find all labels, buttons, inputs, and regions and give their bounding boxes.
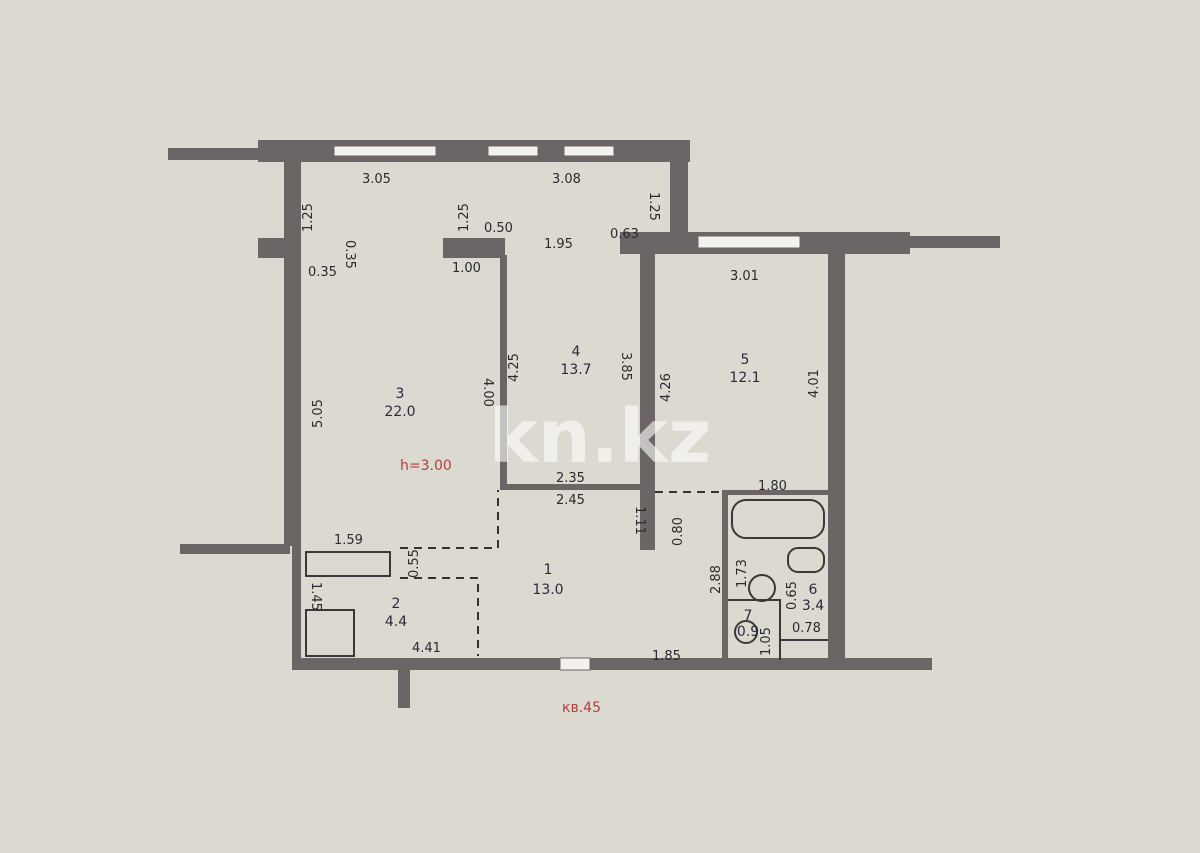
room-2-number: 2 bbox=[392, 596, 401, 612]
wall-4-5 bbox=[640, 252, 655, 550]
ceiling-height: h=3.00 bbox=[400, 458, 452, 474]
wall-right bbox=[828, 252, 845, 662]
wall-top-left-stub bbox=[168, 148, 260, 160]
wall-left bbox=[284, 160, 301, 546]
watermark: kn.kz bbox=[489, 394, 711, 480]
dim: 3.01 bbox=[730, 269, 759, 284]
wall-top-right-vertical bbox=[670, 140, 688, 250]
dim: 0.55 bbox=[407, 549, 422, 578]
kitchen-counter bbox=[305, 551, 391, 577]
door-opening bbox=[559, 657, 591, 671]
fixtures bbox=[305, 499, 828, 660]
dim: 4.01 bbox=[807, 369, 822, 398]
dim: 1.11 bbox=[632, 506, 647, 535]
room-3-area: 22.0 bbox=[384, 404, 415, 420]
window bbox=[333, 145, 437, 157]
dim: 0.35 bbox=[342, 240, 357, 269]
wall-3-4 bbox=[500, 255, 507, 490]
room-4-number: 4 bbox=[572, 344, 581, 360]
room-5-number: 5 bbox=[741, 352, 750, 368]
dim: 4.25 bbox=[507, 353, 522, 382]
windows bbox=[333, 145, 801, 671]
wall-4-bottom bbox=[500, 484, 642, 490]
dim: 1.95 bbox=[544, 237, 573, 252]
room-4-area: 13.7 bbox=[560, 362, 591, 378]
dim: 4.26 bbox=[659, 373, 674, 402]
dim: 0.63 bbox=[610, 227, 639, 242]
dim: 3.05 bbox=[362, 172, 391, 187]
dim: 1.05 bbox=[759, 627, 774, 656]
dim: 4.41 bbox=[412, 641, 441, 656]
bath-wall-left bbox=[722, 492, 728, 660]
dim: 0.80 bbox=[671, 517, 686, 546]
window bbox=[487, 145, 539, 157]
partition bbox=[728, 599, 828, 660]
dashed-lines bbox=[400, 490, 722, 656]
dim: 0.65 bbox=[785, 581, 800, 610]
room-3-number: 3 bbox=[396, 386, 405, 402]
wall-top bbox=[258, 140, 690, 162]
dim: 1.25 bbox=[646, 192, 661, 221]
dim: 1.59 bbox=[334, 533, 363, 548]
toilet-icon bbox=[748, 574, 776, 602]
dim: 0.50 bbox=[484, 221, 513, 236]
apartment-label: кв.45 bbox=[562, 700, 601, 716]
dimension-labels: 3.05 3.08 1.25 1.25 1.25 0.35 0.35 0.50 … bbox=[301, 172, 822, 664]
window bbox=[563, 145, 615, 157]
dim: 1.25 bbox=[457, 203, 472, 232]
sink-icon bbox=[787, 547, 825, 573]
toilet-icon bbox=[734, 620, 758, 644]
room-1-area: 13.0 bbox=[532, 582, 563, 598]
dim: 2.35 bbox=[556, 471, 585, 486]
bathtub-icon bbox=[731, 499, 825, 539]
dim: 4.00 bbox=[480, 378, 495, 407]
dim: 1.85 bbox=[652, 649, 681, 664]
pillar-left bbox=[258, 238, 300, 258]
bath-wall-top bbox=[722, 490, 830, 495]
room-6-number: 6 bbox=[809, 582, 818, 598]
room-7-number: 7 bbox=[744, 608, 753, 624]
dim: 1.25 bbox=[301, 203, 316, 232]
pillar-mid bbox=[443, 238, 505, 258]
room-6-area: 3.4 bbox=[802, 598, 824, 614]
dim: 5.05 bbox=[311, 399, 326, 428]
room-1-number: 1 bbox=[544, 562, 553, 578]
wall-bottom-stub bbox=[398, 668, 410, 708]
wall-left-stub bbox=[180, 544, 290, 554]
dim: 3.85 bbox=[618, 352, 633, 381]
room-7-area: 0.9 bbox=[737, 624, 759, 640]
dim: 0.35 bbox=[308, 265, 337, 280]
dim: 1.73 bbox=[735, 559, 750, 588]
dim: 0.78 bbox=[792, 621, 821, 636]
wall-left-lower bbox=[292, 540, 301, 668]
room-2-area: 4.4 bbox=[385, 614, 407, 630]
dim: 1.00 bbox=[452, 261, 481, 276]
wall-right-stub bbox=[880, 236, 1000, 248]
stove-icon bbox=[305, 609, 355, 657]
wall-bottom bbox=[292, 658, 932, 670]
window bbox=[697, 235, 801, 249]
dim: 1.45 bbox=[308, 582, 323, 611]
room-labels: 1 13.0 2 4.4 3 22.0 4 13.7 5 12.1 6 3.4 … bbox=[384, 344, 824, 640]
dim: 3.08 bbox=[552, 172, 581, 187]
dim: 2.88 bbox=[709, 565, 724, 594]
dim: 2.45 bbox=[556, 493, 585, 508]
room-5-area: 12.1 bbox=[729, 370, 760, 386]
dim: 1.80 bbox=[758, 479, 787, 494]
